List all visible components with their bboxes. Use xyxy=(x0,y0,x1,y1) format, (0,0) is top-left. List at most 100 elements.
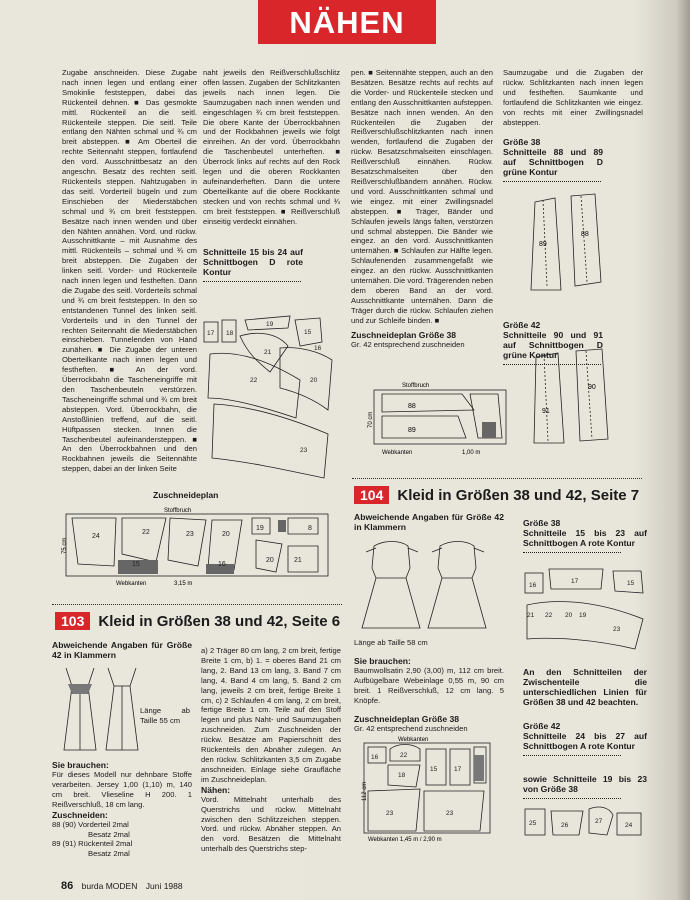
stoffbruch-label: Stoffbruch xyxy=(402,383,429,389)
size-38-label-104: Größe 38 xyxy=(523,518,561,528)
pattern-pieces-88-89-figure: 89 88 xyxy=(530,193,602,291)
cutting-plan-title: Zuschneideplan Größe 38 xyxy=(351,329,457,340)
cutting-plan-label: Zuschneideplan xyxy=(153,490,219,500)
webkanten-104-label: Webkanten xyxy=(398,737,428,743)
svg-text:23: 23 xyxy=(613,626,621,633)
svg-text:15: 15 xyxy=(430,766,438,773)
cutting-plan-sub: Gr. 42 entsprechend zuschneiden xyxy=(351,339,465,349)
height-label: 70 cm xyxy=(368,412,374,428)
stoffbruch-big-label: Stoffbruch xyxy=(164,508,191,514)
svg-text:88: 88 xyxy=(581,231,589,238)
pattern-88-89-label: Schnitteile 88 und 89 auf Schnittbogen D… xyxy=(503,147,603,178)
svg-text:15: 15 xyxy=(304,329,312,336)
section-103-mid-text: a) 2 Träger 80 cm lang, 2 cm breit, fert… xyxy=(201,646,341,784)
page-footer: 86 burda MODEN Juni 1988 xyxy=(61,880,183,892)
cutting-plan-104-sub: Gr. 42 entsprechend zuschneiden xyxy=(354,723,468,733)
svg-text:23: 23 xyxy=(186,531,194,538)
section-104-heading: 104 Kleid in Größen 38 und 42, Seite 7 xyxy=(354,486,639,504)
section-103-laenge: Länge ab Taille 55 cm xyxy=(140,706,190,725)
svg-text:16: 16 xyxy=(529,582,537,589)
svg-text:18: 18 xyxy=(398,772,406,779)
divider xyxy=(523,796,621,799)
svg-text:16: 16 xyxy=(218,561,226,568)
svg-text:21: 21 xyxy=(294,557,302,564)
text-column-2: naht jeweils den Reißverschlußschlitz of… xyxy=(203,68,340,282)
dress-103-illustration xyxy=(63,667,139,751)
svg-text:18: 18 xyxy=(226,330,234,337)
section-103-number: 103 xyxy=(55,612,91,630)
svg-text:27: 27 xyxy=(595,818,603,825)
svg-text:19: 19 xyxy=(266,321,274,328)
svg-text:19: 19 xyxy=(256,525,264,532)
cut-piece-1: 88 (90) Vorderteil 2mal xyxy=(52,819,129,829)
column-2-body: naht jeweils den Reißverschlußschlitz of… xyxy=(203,68,340,226)
svg-text:23: 23 xyxy=(446,810,454,817)
section-103-abweich: Abweichende Angaben für Größe 42 in Klam… xyxy=(52,640,192,660)
divider xyxy=(203,279,301,282)
section-103-instructions: a) 2 Träger 80 cm lang, 2 cm breit, fert… xyxy=(201,646,341,854)
pattern-24-27-label: Schnitteile 24 bis 27 auf Schnittbogen A… xyxy=(523,731,647,751)
section-103-naehen-title: Nähen: xyxy=(201,784,231,795)
section-104-patterns: Größe 38 Schnitteile 15 bis 23 auf Schni… xyxy=(523,518,647,843)
text-column-3: pen. ■ Seitennähte steppen, auch an den … xyxy=(351,68,493,349)
section-104-laenge: Länge ab Taille 58 cm xyxy=(354,638,428,647)
section-103-naehen: Vord. Mittelnaht unterhalb des Querstric… xyxy=(201,794,341,854)
cutting-plan-104-title: Zuschneideplan Größe 38 xyxy=(354,713,460,724)
svg-text:22: 22 xyxy=(545,612,553,619)
divider xyxy=(52,604,342,605)
section-104-number: 104 xyxy=(354,486,390,504)
svg-text:15: 15 xyxy=(132,561,140,568)
width-big-label: 3,15 m xyxy=(174,581,192,587)
dress-104-illustration xyxy=(361,541,487,629)
page-number: 86 xyxy=(61,880,74,892)
svg-text:23: 23 xyxy=(386,810,394,817)
section-104-abweich: Abweichende Angaben für Größe 42 in Klam… xyxy=(354,512,504,532)
svg-text:19: 19 xyxy=(579,612,587,619)
svg-text:20: 20 xyxy=(222,531,230,538)
pattern-pieces-label: Schnitteile 15 bis 24 auf Schnittbogen D… xyxy=(203,246,303,277)
size-42-label: Größe 42 xyxy=(503,320,541,331)
issue-date: Juni 1988 xyxy=(145,881,183,891)
column-3-body: pen. ■ Seitennähte steppen, auch an den … xyxy=(351,68,493,325)
svg-text:21: 21 xyxy=(527,612,535,619)
section-103-brauchen-title: Sie brauchen: xyxy=(52,760,109,770)
height-104-label: 112 cm xyxy=(362,782,368,801)
svg-text:22: 22 xyxy=(250,377,258,384)
svg-text:8: 8 xyxy=(308,525,312,532)
svg-text:24: 24 xyxy=(625,822,633,829)
webkanten-big-label: Webkanten xyxy=(116,581,146,587)
svg-text:17: 17 xyxy=(207,330,215,337)
divider xyxy=(503,179,601,183)
pattern-15-23-label: Schnitteile 15 bis 23 auf Schnittbogen A… xyxy=(523,528,647,548)
section-103-details: Abweichende Angaben für Größe 42 in Klam… xyxy=(52,640,192,859)
svg-text:91: 91 xyxy=(542,408,550,415)
section-104-brauchen: Baumwollsatin 2,90 (3,00) m, 112 cm brei… xyxy=(354,665,504,705)
section-104-details: Abweichende Angaben für Größe 42 in Klam… xyxy=(354,512,504,845)
svg-text:89: 89 xyxy=(408,427,416,434)
cut-piece-2: 89 (91) Rückenteil 2mal xyxy=(52,839,133,849)
section-banner: NÄHEN xyxy=(258,0,436,44)
svg-text:22: 22 xyxy=(142,529,150,536)
pattern-pieces-90-91-figure: 91 90 xyxy=(533,348,609,444)
svg-text:88: 88 xyxy=(408,403,416,410)
svg-text:20: 20 xyxy=(565,612,573,619)
section-104-brauchen-title: Sie brauchen: xyxy=(354,655,411,666)
size-42-label-104: Größe 42 xyxy=(523,721,561,731)
svg-text:21: 21 xyxy=(264,349,272,356)
svg-text:20: 20 xyxy=(266,557,274,564)
divider xyxy=(523,550,621,553)
section-103-heading: 103 Kleid in Größen 38 und 42, Seite 6 xyxy=(55,612,340,630)
pattern-90-91-label: Schnitteile 90 und 91 auf Schnittbogen D… xyxy=(503,330,603,361)
svg-text:20: 20 xyxy=(310,377,318,384)
column-4-body: Saumzugabe und die Zugaben der rückw. Sc… xyxy=(503,68,643,127)
section-103-brauchen: Für dieses Modell nur dehnbare Stoffe ve… xyxy=(52,770,192,809)
divider xyxy=(352,478,642,479)
divider xyxy=(503,362,601,366)
width-104-label: Webkanten 1,45 m / 2,90 m xyxy=(368,837,442,843)
